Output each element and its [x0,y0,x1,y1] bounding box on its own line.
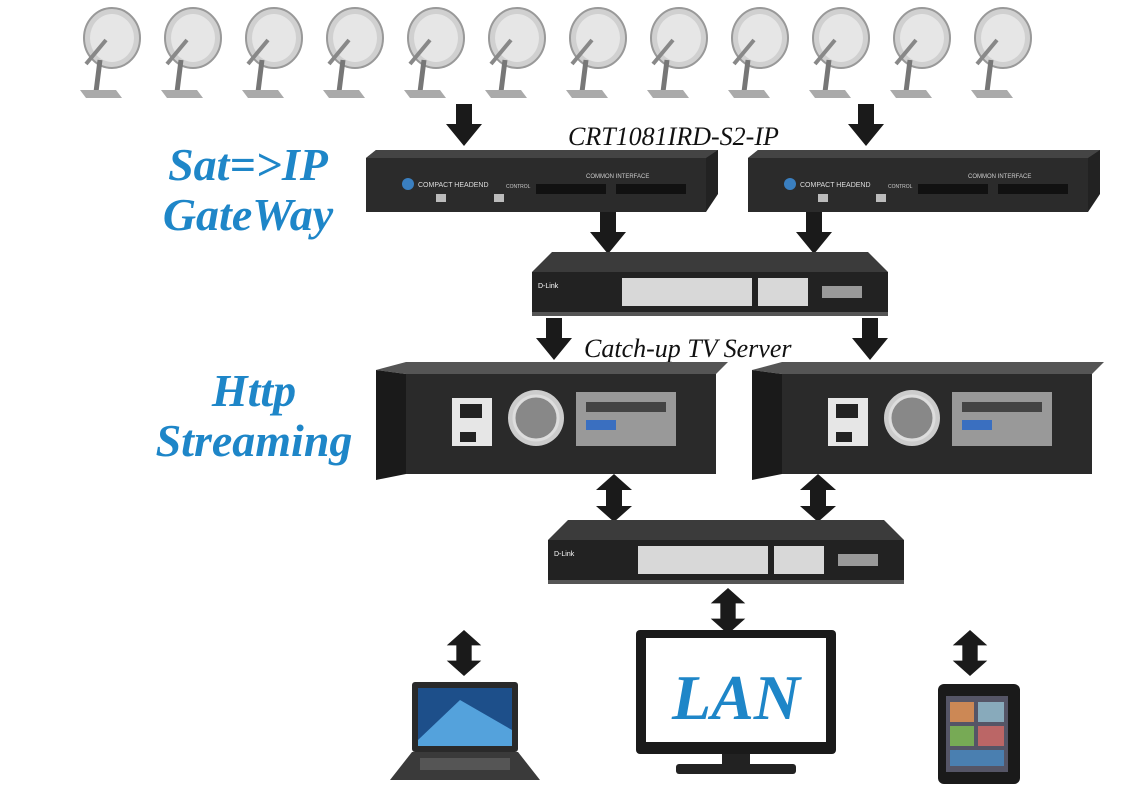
compact-headend-device: COMPACT HEADEND CONTROL COMMON INTERFACE [366,150,718,212]
laptop-icon [390,682,540,780]
gateway-label: Sat=>IP GateWay [128,140,368,240]
switch-brand-text: D-Link [554,551,575,558]
catchup-tv-server [752,362,1104,480]
television-icon [636,630,836,774]
bidirectional-arrow-icon [446,630,482,676]
down-arrow-icon [590,212,626,254]
network-switch: D-Link [548,520,904,584]
switch-brand-text: D-Link [538,283,559,290]
satellite-dish-icon [890,7,951,98]
gateway-label-line1: Sat=>IP [168,139,328,190]
bidirectional-arrow-icon [596,474,632,522]
tablet-icon [938,684,1020,784]
compact-headend-device: COMPACT HEADEND CONTROL COMMON INTERFACE [748,150,1100,212]
bidirectional-arrow-icon [710,588,746,634]
bidirectional-arrow-icon [952,630,988,676]
satellite-dish-icon [80,7,141,98]
satellite-dish-icon [566,7,627,98]
down-arrow-icon [446,104,482,146]
satellite-dish-icon [647,7,708,98]
device-model-label: CRT1081IRD-S2-IP [568,122,779,151]
down-arrow-icon [796,212,832,254]
bidirectional-arrow-icon [800,474,836,522]
lan-label: LAN [672,662,800,733]
down-arrow-icon [536,318,572,360]
headend-brand-text: COMPACT HEADEND [800,182,871,189]
down-arrow-icon [852,318,888,360]
satellite-dish-icon [485,7,546,98]
headend-control-text: CONTROL [506,184,531,190]
network-switch: D-Link [532,252,888,316]
headend-panel-text: COMMON INTERFACE [586,174,649,180]
satellite-dish-icon [161,7,222,98]
catchup-tv-server [376,362,728,480]
headend-control-text: CONTROL [888,184,913,190]
headend-brand-text: COMPACT HEADEND [418,182,489,189]
satellite-dish-icon [242,7,303,98]
server-label: Catch-up TV Server [584,334,792,363]
http-label-line2: Streaming [155,415,353,466]
satellite-dish-icon [809,7,870,98]
down-arrow-icon [848,104,884,146]
http-label-line1: Http [211,365,297,416]
satellite-dish-icon [971,7,1032,98]
gateway-label-line2: GateWay [162,189,334,240]
satellite-dish-icon [404,7,465,98]
headend-panel-text: COMMON INTERFACE [968,174,1031,180]
satellite-dish-icon [323,7,384,98]
http-streaming-label: Http Streaming [120,366,388,466]
satellite-dish-icon [728,7,789,98]
